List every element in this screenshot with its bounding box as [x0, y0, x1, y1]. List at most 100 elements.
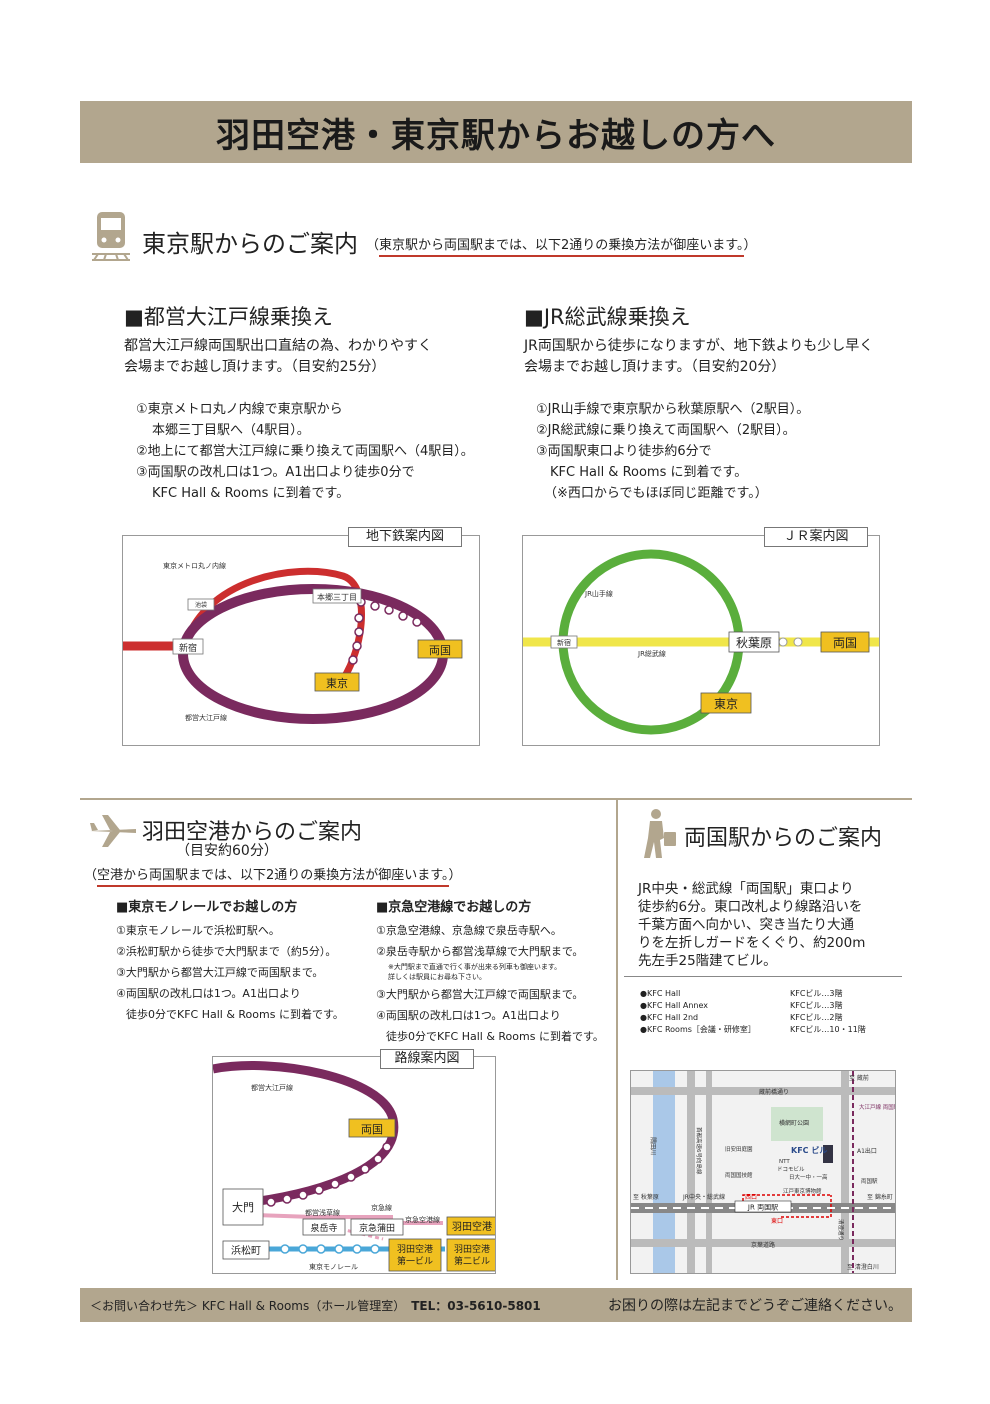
- route-kamata-label: 京急蒲田: [359, 1222, 395, 1234]
- keikyu-small-2: 詳しくは駅員にお尋ね下さい。: [388, 973, 486, 981]
- to-kinshicho: 至 錦糸町: [867, 1193, 893, 1201]
- ikebukuro-label: 池袋: [195, 601, 207, 609]
- jr-ryogoku-station: JR 両国駅: [747, 1204, 778, 1212]
- kfc-building: [823, 1145, 833, 1163]
- shuto-label: 首都高速6号向島線: [695, 1127, 703, 1175]
- monorail-step-2: ②浜松町駅から徒歩で大門駅まで（約5分）。: [116, 945, 337, 958]
- ryogoku-desc-3: 千葉方面へ向かい、突き当たり大通: [638, 917, 854, 933]
- to-kiyosumi: 至 清澄白川: [847, 1263, 879, 1271]
- oedo-step-3: ③両国駅の改札口は1つ。A1出口より徒歩0分で: [136, 465, 415, 480]
- kiyosumi-dori: 清澄通り: [837, 1219, 845, 1241]
- train-icon: [88, 210, 134, 262]
- yamanote-label: JR山手線: [584, 589, 613, 598]
- route-oedo-label: 都営大江戸線: [251, 1083, 293, 1092]
- oedo-label: 都営大江戸線: [185, 713, 227, 722]
- kokugikan-label: 両国国技館: [725, 1171, 753, 1179]
- monorail-step-3: ③大門駅から都営大江戸線で両国駅まで。: [116, 966, 324, 979]
- a1-label: A1出口: [857, 1147, 877, 1155]
- route-monorail-label: 東京モノレール: [309, 1262, 358, 1271]
- jr-desc-2: 会場までお越し頂けます。（目安約20分）: [524, 359, 786, 375]
- haneda-heading: 羽田空港からのご案内: [142, 820, 363, 845]
- sobu-label: JR総武線: [637, 649, 666, 658]
- jr-heading: ■JR総武線乗換え: [524, 305, 691, 329]
- page-title: 羽田空港・東京駅からお越しの方へ: [216, 115, 776, 156]
- ryogoku-st-label: 両国駅: [861, 1178, 878, 1185]
- footer: ＜お問い合わせ先＞ KFC Hall & Rooms（ホール管理室）TEL：03…: [80, 1288, 912, 1322]
- route-daimon-label: 大門: [232, 1200, 254, 1214]
- keikyu-step-1: ①京急空港線、京急線で泉岳寺駅へ。: [376, 924, 562, 937]
- tokyo-heading: 東京駅からのご案内: [142, 230, 358, 258]
- monorail-step-1: ①東京モノレールで浜松町駅へ。: [116, 924, 280, 937]
- route-haneda-t2-label: 羽田空港: [454, 1243, 490, 1255]
- tokyo-label: 東京: [326, 676, 348, 690]
- title-banner: 羽田空港・東京駅からお越しの方へ: [80, 101, 912, 163]
- route-haneda-keikyu-label: 羽田空港: [452, 1220, 492, 1233]
- keiyo-road: 京葉道路: [751, 1241, 775, 1249]
- jr-step-2: ②JR総武線に乗り換えて両国駅へ（2駅目）。: [536, 423, 796, 438]
- keikyu-heading: ■京急空港線でお越しの方: [376, 900, 532, 915]
- tokyo-note: （東京駅から両国駅までは、以下2通りの乗換方法が御座います。）: [366, 234, 757, 257]
- jr-step-3b: KFC Hall & Rooms に到着です。: [550, 465, 748, 480]
- ryogoku-desc-4: りを左折しガードをくぐり、約200m: [638, 935, 866, 951]
- keikyu-small-1: ※大門駅まで直通で行く事が出来る列車も御座います。: [388, 963, 562, 971]
- east-exit: 東口: [771, 1217, 783, 1225]
- footer-tel[interactable]: TEL：03-5610-5801: [411, 1298, 541, 1313]
- ntt-label: NTT: [779, 1159, 790, 1165]
- monorail-step-4: ④両国駅の改札口は1つ。A1出口より: [116, 987, 301, 1000]
- keikyu-step-2: ②泉岳寺駅から都営浅草線で大門駅まで。: [376, 945, 584, 958]
- jr-desc-1: JR両国駅から徒歩になりますが、地下鉄よりも少し早く: [524, 338, 874, 354]
- area-map: 至 蔵前 蔵前橋通り 大江戸線 両国駅 横網町公園 隅田川 首都高速6号向島線 …: [630, 1070, 896, 1274]
- monorail-step-4b: 徒歩0分でKFC Hall & Rooms に到着です。: [126, 1008, 344, 1021]
- kfc-label: KFC ビル: [791, 1145, 827, 1155]
- ryogoku-desc-2: 徒歩約6分。東口改札より線路沿いを: [638, 899, 863, 915]
- section-divider: [80, 798, 912, 800]
- keikyu-step-3: ③大門駅から都営大江戸線で両国駅まで。: [376, 988, 584, 1001]
- edo-museum-label: 江戸東京博物館: [783, 1187, 822, 1195]
- route-monorail-dots: [280, 1244, 380, 1254]
- jr-ryogoku-label: 両国: [833, 636, 857, 650]
- tokyo-note-text: 東京駅から両国駅までは、以下2通りの乗換方法が御座います。: [379, 238, 744, 257]
- ryogoku-desc: JR中央・総武線「両国駅」東口より 徒歩約6分。東口改札より線路沿いを 千葉方面…: [638, 880, 865, 970]
- jr-shinjuku-label: 新宿: [557, 638, 571, 647]
- hinodai-label: 日大一中・一高: [789, 1173, 828, 1181]
- shinjuku-label: 新宿: [179, 642, 197, 654]
- akihabara-label: 秋葉原: [736, 636, 772, 650]
- haneda-note-text: 空港から両国駅までは、以下2通りの乗換方法が御座います。: [97, 868, 449, 887]
- oedo-step-1b: 本郷三丁目駅へ（4駅目）。: [152, 423, 310, 438]
- jr-line-label: JR中央・総武線: [682, 1193, 725, 1201]
- route-keikyu-label: 京急線: [371, 1203, 392, 1212]
- svg-text:第一ビル: 第一ビル: [397, 1255, 433, 1267]
- to-akihabara: 至 秋葉原: [633, 1193, 659, 1201]
- park-block: [771, 1107, 823, 1141]
- route-oedo-dots: [266, 1142, 392, 1207]
- oedo-step-1: ①東京メトロ丸ノ内線で東京駅から: [136, 402, 343, 417]
- to-kuramae: 至 蔵前: [849, 1074, 869, 1082]
- subway-map-title: 地下鉄案内図: [348, 527, 462, 547]
- ryogoku-desc-5: 先左手25階建てビル。: [638, 953, 777, 969]
- west-exit: 西口: [745, 1194, 757, 1201]
- jr-step-3: ③両国駅東口より徒歩約6分で: [536, 444, 712, 459]
- river-label: 隅田川: [649, 1137, 657, 1155]
- haneda-time: （目安約60分）: [176, 843, 278, 859]
- legend-row: ●KFC Rooms［会議・研修室］KFCビル…10・11階: [640, 1025, 866, 1034]
- route-sengakuji-label: 泉岳寺: [310, 1222, 337, 1234]
- keikyu-step-4: ④両国駅の改札口は1つ。A1出口より: [376, 1009, 561, 1022]
- sobu-station-dots: [778, 637, 803, 647]
- oedo-desc-1: 都営大江戸線両国駅出口直結の為、わかりやすく: [124, 338, 432, 354]
- legend-divider: [624, 976, 902, 977]
- svg-text:第二ビル: 第二ビル: [454, 1255, 490, 1267]
- ryogoku-desc-1: JR中央・総武線「両国駅」東口より: [638, 881, 854, 897]
- marunouchi-label: 東京メトロ丸ノ内線: [163, 561, 226, 570]
- jr-map: JR山手線 新宿 JR総武線 秋葉原 両国 東京: [522, 535, 880, 746]
- airplane-icon: [88, 813, 138, 849]
- oedo-step-3b: KFC Hall & Rooms に到着です。: [152, 486, 350, 501]
- route-map: 都営大江戸線 両国 大門 都営浅草線 京急線 泉岳寺 京急蒲田 京急空港線 羽田…: [212, 1056, 496, 1274]
- footer-note: お困りの際は左記までどうぞご連絡ください。: [608, 1298, 902, 1314]
- jr-map-title: ＪＲ案内図: [764, 527, 868, 547]
- yasuda-label: 旧安田庭園: [725, 1145, 753, 1153]
- haneda-note: （空港から両国駅までは、以下2通りの乗換方法が御座います。）: [84, 864, 462, 887]
- route-map-title: 路線案内図: [380, 1049, 474, 1069]
